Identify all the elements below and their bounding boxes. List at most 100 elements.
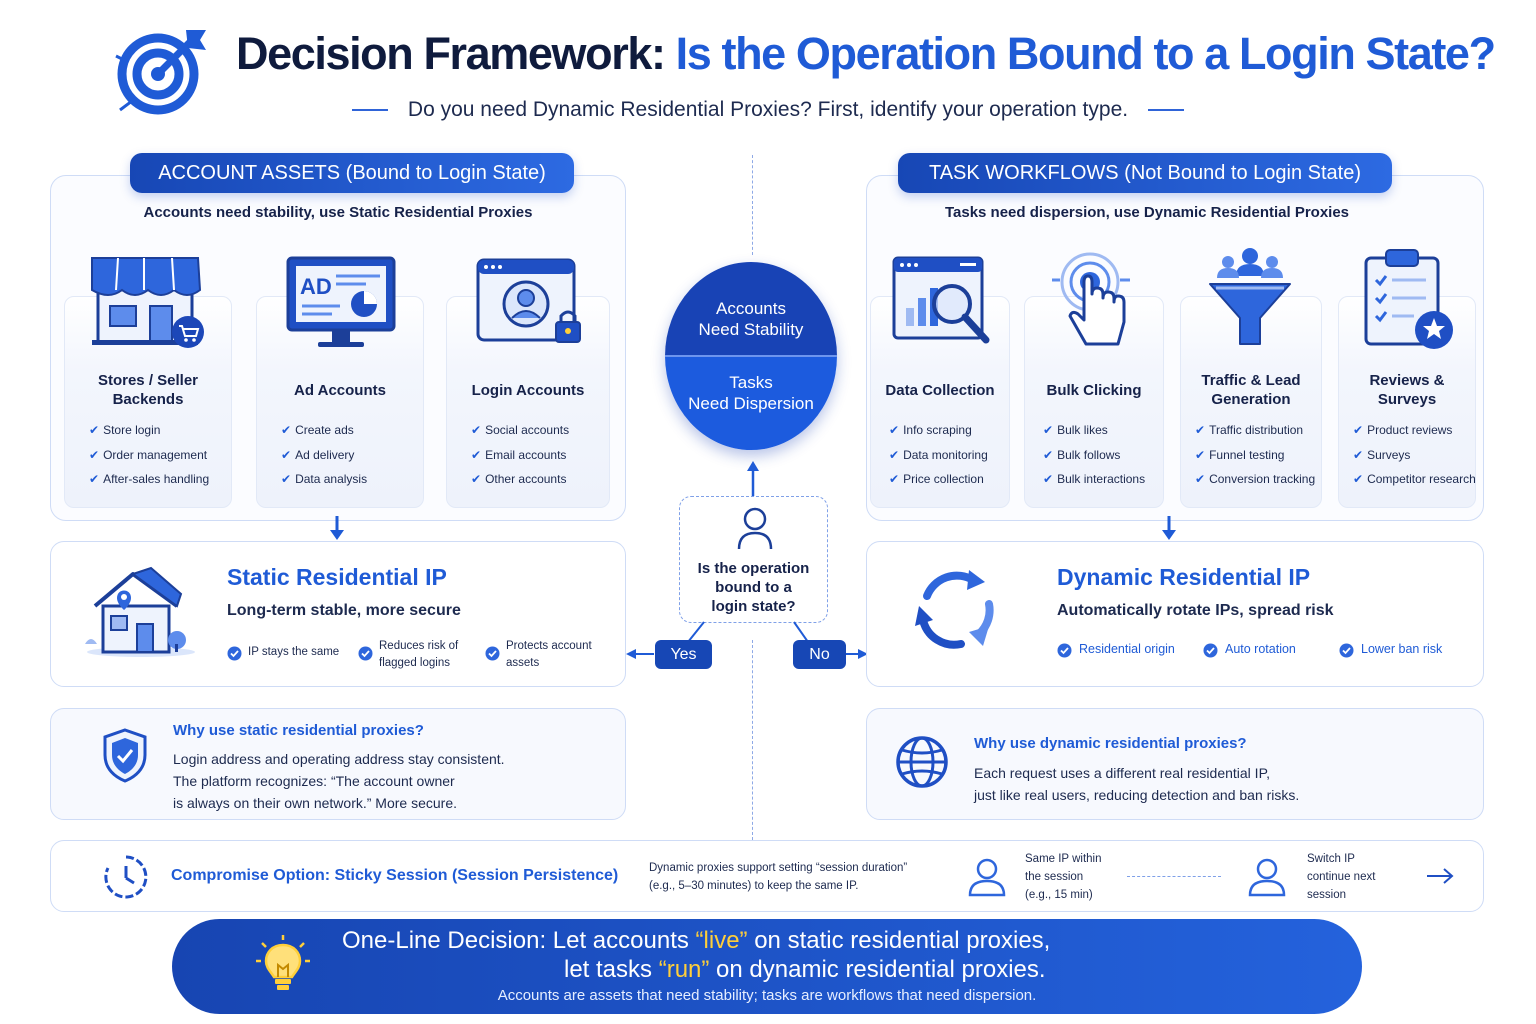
- why-dynamic-title: Why use dynamic residential proxies?: [974, 735, 1247, 752]
- rotate-icon: [915, 570, 994, 649]
- category-title: Traffic & Lead Generation: [1201, 372, 1301, 408]
- funnel-icon: [1209, 248, 1291, 345]
- list-item: ✔Email accounts: [471, 447, 567, 462]
- list-item: ✔Data monitoring: [889, 447, 988, 462]
- arrow-right-icon: [1427, 868, 1454, 884]
- feature-lower-ban-risk: Lower ban risk: [1339, 641, 1459, 658]
- list-item: ✔Data analysis: [281, 472, 368, 486]
- why-static-text: Login address and operating address stay…: [173, 751, 505, 811]
- why-static-title: Why use static residential proxies?: [173, 722, 424, 739]
- arrow-down-icon: [330, 516, 344, 540]
- shield-icon: [103, 728, 147, 783]
- sticky-dashed-line: [1127, 876, 1221, 877]
- category-title: Data Collection: [885, 382, 995, 399]
- page-subtitle: Do you need Dynamic Residential Proxies?…: [0, 98, 1536, 122]
- dynamic-ip-box: Dynamic Residential IP Automatically rot…: [866, 541, 1484, 687]
- static-ip-subtitle: Long-term stable, more secure: [227, 602, 461, 619]
- list-item: ✔Bulk follows: [1043, 447, 1121, 462]
- list-item: ✔Price collection: [889, 472, 984, 486]
- category-list: ✔Product reviews ✔Surveys ✔Competitor re…: [1353, 423, 1476, 497]
- user-icon: [968, 858, 1006, 897]
- title-main: Decision Framework:: [236, 28, 666, 79]
- list-item: ✔Info scraping: [889, 423, 972, 437]
- target-icon: [115, 30, 206, 115]
- question-text: Is the operation bound to a login state?: [697, 560, 810, 615]
- banner-line-3: Accounts are assets that need stability;…: [497, 987, 1037, 1004]
- click-hand-icon: [1052, 252, 1130, 346]
- globe-icon: [896, 736, 948, 788]
- category-title: Stores / Seller Backends: [97, 372, 199, 408]
- list-item: ✔Ad delivery: [281, 447, 355, 462]
- ad-label: AD: [300, 274, 332, 299]
- category-title: Reviews & Surveys: [1369, 372, 1445, 408]
- circle-tasks-text: Tasks Need Dispersion: [688, 373, 814, 413]
- account-assets-subtitle: Accounts need stability, use Static Resi…: [143, 204, 533, 221]
- why-dynamic-text: Each request uses a different real resid…: [974, 765, 1300, 803]
- house-icon: [85, 566, 195, 657]
- title-accent: Is the Operation Bound to a Login State?: [675, 28, 1496, 79]
- ad-monitor-icon: AD: [286, 256, 396, 347]
- feature-auto-rotation: Auto rotation: [1203, 641, 1323, 658]
- list-item: ✔Surveys: [1353, 447, 1411, 462]
- list-item: ✔Create ads: [281, 423, 354, 437]
- category-title: Login Accounts: [471, 382, 585, 399]
- list-item: ✔Social accounts: [471, 423, 570, 437]
- category-list: ✔Store login ✔Order management ✔After-sa…: [89, 423, 227, 497]
- login-window-icon: [476, 258, 581, 343]
- list-item: ✔Product reviews: [1353, 423, 1453, 437]
- task-workflows-subtitle: Tasks need dispersion, use Dynamic Resid…: [944, 204, 1350, 221]
- list-item: ✔Funnel testing: [1195, 447, 1285, 462]
- question-box: Is the operation bound to a login state?: [679, 496, 828, 623]
- category-list: ✔Traffic distribution ✔Funnel testing ✔C…: [1195, 423, 1317, 497]
- storefront-icon: [91, 257, 204, 348]
- decision-circle: Accounts Need Stability Tasks Need Dispe…: [665, 262, 837, 450]
- circle-accounts-text: Accounts Need Stability: [698, 299, 804, 339]
- check-badge-icon: [227, 646, 242, 661]
- dynamic-ip-subtitle: Automatically rotate IPs, spread risk: [1057, 602, 1334, 619]
- yes-pill[interactable]: Yes: [655, 640, 712, 669]
- sticky-step-same-ip: Same IP within the session (e.g., 15 min…: [1025, 853, 1102, 901]
- list-item: ✔Bulk likes: [1043, 423, 1108, 437]
- check-badge-icon: [358, 646, 373, 661]
- category-title: Bulk Clicking: [1046, 382, 1142, 399]
- yes-connector: [626, 621, 705, 659]
- page-title: Decision Framework: Is the Operation Bou…: [236, 28, 1496, 80]
- no-pill[interactable]: No: [793, 640, 846, 669]
- category-list: ✔Info scraping ✔Data monitoring ✔Price c…: [889, 423, 1005, 497]
- static-ip-box: Static Residential IP Long-term stable, …: [50, 541, 626, 687]
- category-list: ✔Social accounts ✔Email accounts ✔Other …: [471, 423, 605, 497]
- arrow-down-icon: [1162, 516, 1176, 540]
- dynamic-ip-title: Dynamic Residential IP: [1057, 564, 1311, 590]
- list-item: ✔Order management: [89, 447, 208, 462]
- list-item: ✔Bulk interactions: [1043, 472, 1146, 486]
- check-badge-icon: [1339, 643, 1354, 658]
- center-divider-top: [752, 155, 753, 255]
- sticky-session-desc: Dynamic proxies support setting “session…: [649, 862, 908, 892]
- list-item: ✔Other accounts: [471, 472, 567, 486]
- user-icon: [737, 507, 773, 550]
- list-item: ✔Competitor research: [1353, 472, 1476, 486]
- sticky-step-switch-ip: Switch IP continue next session: [1307, 853, 1376, 901]
- feature-reduce-risk: Reduces risk of flagged logins: [358, 638, 478, 672]
- static-ip-title: Static Residential IP: [227, 564, 447, 590]
- arrow-up-icon: [747, 461, 759, 496]
- lightbulb-icon: [256, 935, 310, 990]
- task-workflows-header: TASK WORKFLOWS (Not Bound to Login State…: [898, 153, 1392, 193]
- account-assets-header: ACCOUNT ASSETS (Bound to Login State): [130, 153, 574, 193]
- list-item: ✔After-sales handling: [89, 472, 210, 486]
- feature-protect-assets: Protects account assets: [485, 638, 605, 672]
- list-item: ✔Store login: [89, 423, 161, 437]
- data-search-icon: [892, 256, 990, 344]
- check-badge-icon: [1203, 643, 1218, 658]
- list-item: ✔Conversion tracking: [1195, 472, 1316, 486]
- center-divider-bottom: [752, 640, 753, 840]
- list-item: ✔Traffic distribution: [1195, 423, 1304, 437]
- category-list: ✔Bulk likes ✔Bulk follows ✔Bulk interact…: [1043, 423, 1159, 497]
- check-badge-icon: [485, 646, 500, 661]
- feature-ip-same: IP stays the same: [227, 644, 347, 661]
- category-list: ✔Create ads ✔Ad delivery ✔Data analysis: [281, 423, 419, 497]
- banner-line-1: One-Line Decision: Let accounts “live” o…: [342, 927, 1051, 954]
- sticky-session-row: Compromise Option: Sticky Session (Sessi…: [50, 840, 1484, 912]
- clipboard-icon: [1364, 249, 1453, 349]
- why-static-box: Why use static residential proxies? Logi…: [50, 708, 626, 820]
